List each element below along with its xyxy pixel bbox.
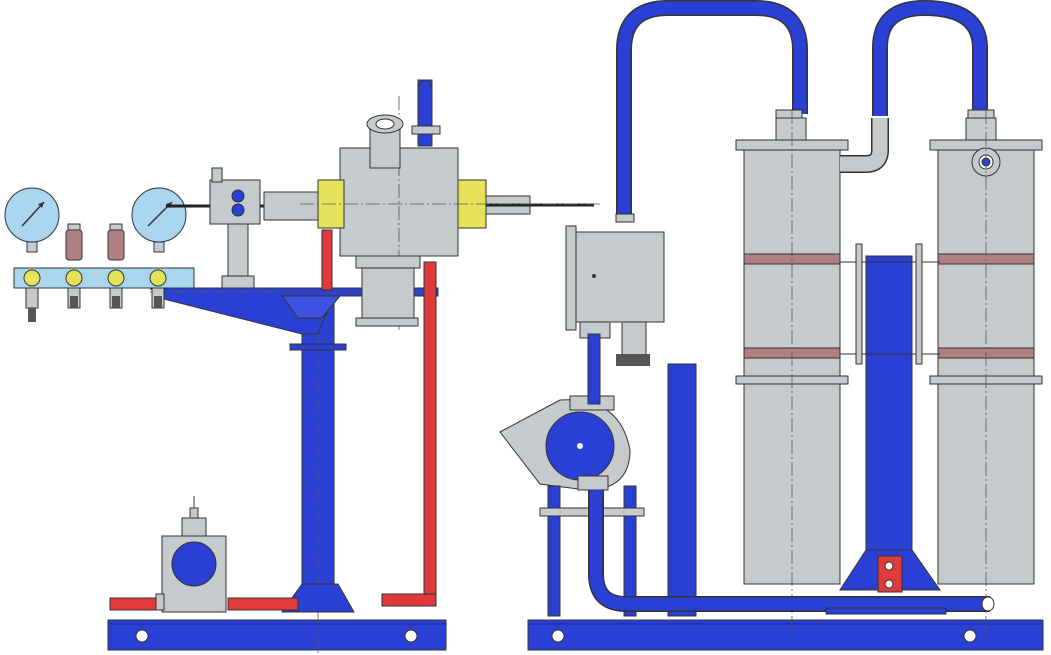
top-blue-riser	[411, 79, 441, 147]
overhead-u-pipes	[615, 0, 995, 223]
pressure-gauge-2	[131, 187, 187, 253]
right-blue-pipes	[539, 333, 995, 617]
separator-column-1	[735, 110, 849, 640]
gas-manifold	[13, 267, 195, 322]
filter-cartridge-2	[107, 223, 125, 261]
elbow-connector	[840, 118, 889, 173]
separator-column-2	[929, 110, 1043, 640]
left-unit	[4, 79, 600, 655]
sampling-probe	[166, 167, 319, 289]
left-base-frame	[107, 612, 447, 655]
red-pipes	[109, 229, 437, 611]
pressure-gauge-1	[4, 187, 60, 253]
left-support-arm	[148, 287, 439, 335]
center-support-column	[839, 243, 941, 593]
right-unit	[499, 0, 1044, 651]
manifold-valves	[25, 287, 165, 322]
bottom-vessel	[155, 496, 227, 613]
reaction-chamber	[300, 96, 600, 330]
right-base-frame	[527, 619, 1044, 651]
left-column	[281, 290, 355, 613]
filter-cartridge-1	[65, 223, 83, 261]
centrifugal-fan	[499, 395, 631, 491]
collector-box	[565, 225, 665, 366]
